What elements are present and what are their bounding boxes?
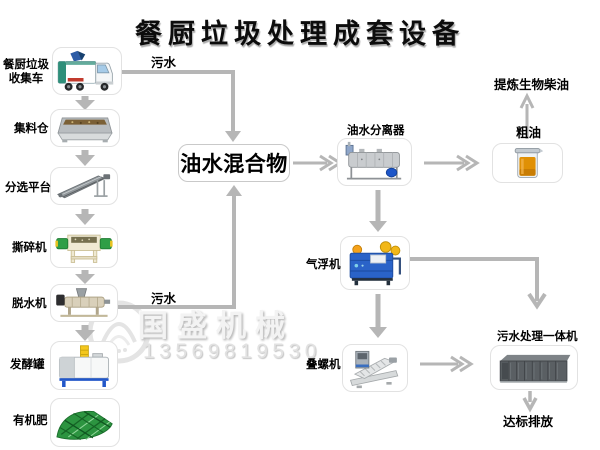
air-flotation-machine-card: [340, 236, 410, 290]
arrow-treatment-to-discharge: [522, 391, 538, 413]
arrow-bin-to-sorting: [75, 150, 95, 166]
sorting-platform-image: [56, 174, 111, 199]
arrow-crude-oil-to-biodiesel: [519, 92, 535, 139]
label-air-flotation-machine: 气浮机: [306, 259, 341, 271]
watermark-brand: 国盛机械: [138, 310, 294, 343]
oil-water-separator-card: [337, 138, 412, 186]
collection-truck-image: [57, 50, 114, 91]
dewatering-machine-card: [50, 284, 118, 322]
crude-oil-card: [492, 143, 563, 183]
label-fermentation-tank: 发酵罐: [10, 359, 45, 371]
label-collection-truck: 餐厨垃圾 收集车: [3, 59, 49, 86]
collection-bin-image: [57, 117, 113, 143]
label-screw-press: 叠螺机: [306, 359, 341, 371]
organic-fertilizer-image: [56, 410, 113, 441]
arrow-truck-to-bin: [75, 96, 95, 110]
edge-label-sewage-top: 污水: [151, 56, 177, 70]
label-shredder: 撕碎机: [12, 242, 47, 254]
oil-water-mixture-node: 油水混合物: [178, 144, 290, 182]
arrow-screw-press-to-treatment: [420, 355, 474, 373]
label-dewatering-machine: 脱水机: [12, 298, 47, 310]
shredder-card: [50, 227, 118, 268]
fermentation-tank-image: [58, 345, 110, 387]
label-oil-water-separator: 油水分离器: [347, 125, 405, 137]
label-organic-fertilizer: 有机肥: [13, 415, 48, 427]
arrow-separator-to-flotation: [369, 190, 387, 232]
sorting-platform-card: [50, 167, 118, 205]
screw-press-card: [342, 344, 408, 392]
watermark-phone: 13569819530: [143, 340, 321, 363]
organic-fertilizer-card: [50, 398, 120, 447]
oil-water-separator-image: [345, 141, 402, 180]
sewage-treatment-machine-card: [490, 345, 578, 390]
crude-oil-beaker-image: [514, 148, 544, 178]
arrow-mixture-to-separator: [293, 154, 343, 172]
collection-truck-card: [52, 47, 122, 95]
arrow-separator-to-crude-oil: [424, 154, 480, 172]
shredder-image: [55, 234, 113, 263]
air-flotation-machine-image: [349, 241, 401, 286]
arrow-flotation-to-screw-press: [369, 294, 387, 338]
label-crude-oil: 粗油: [516, 126, 542, 140]
fermentation-tank-card: [50, 341, 118, 390]
arrow-flotation-to-treatment: [409, 257, 547, 310]
arrow-sorting-to-shredder: [75, 209, 95, 225]
edge-label-sewage-bottom: 污水: [151, 292, 177, 306]
collection-bin-card: [50, 109, 120, 147]
arrow-truck-sewage-to-mixture: [118, 70, 241, 142]
arrow-dewatering-to-fermentation: [75, 325, 95, 341]
sewage-treatment-machine-image: [499, 354, 571, 383]
page-title: 餐厨垃圾处理成套设备: [135, 19, 465, 49]
label-sorting-platform: 分选平台: [5, 182, 51, 194]
arrow-dewatering-sewage-to-mixture: [118, 185, 242, 309]
arrow-shredder-to-dewatering: [75, 270, 95, 284]
label-standard-discharge: 达标排放: [503, 415, 554, 429]
label-collection-bin: 集料仓: [14, 123, 49, 135]
label-sewage-treatment-machine: 污水处理一体机: [497, 331, 578, 343]
screw-press-image: [349, 350, 399, 389]
dewatering-machine-image: [56, 288, 111, 317]
label-refine-biodiesel: 提炼生物柴油: [494, 78, 570, 92]
